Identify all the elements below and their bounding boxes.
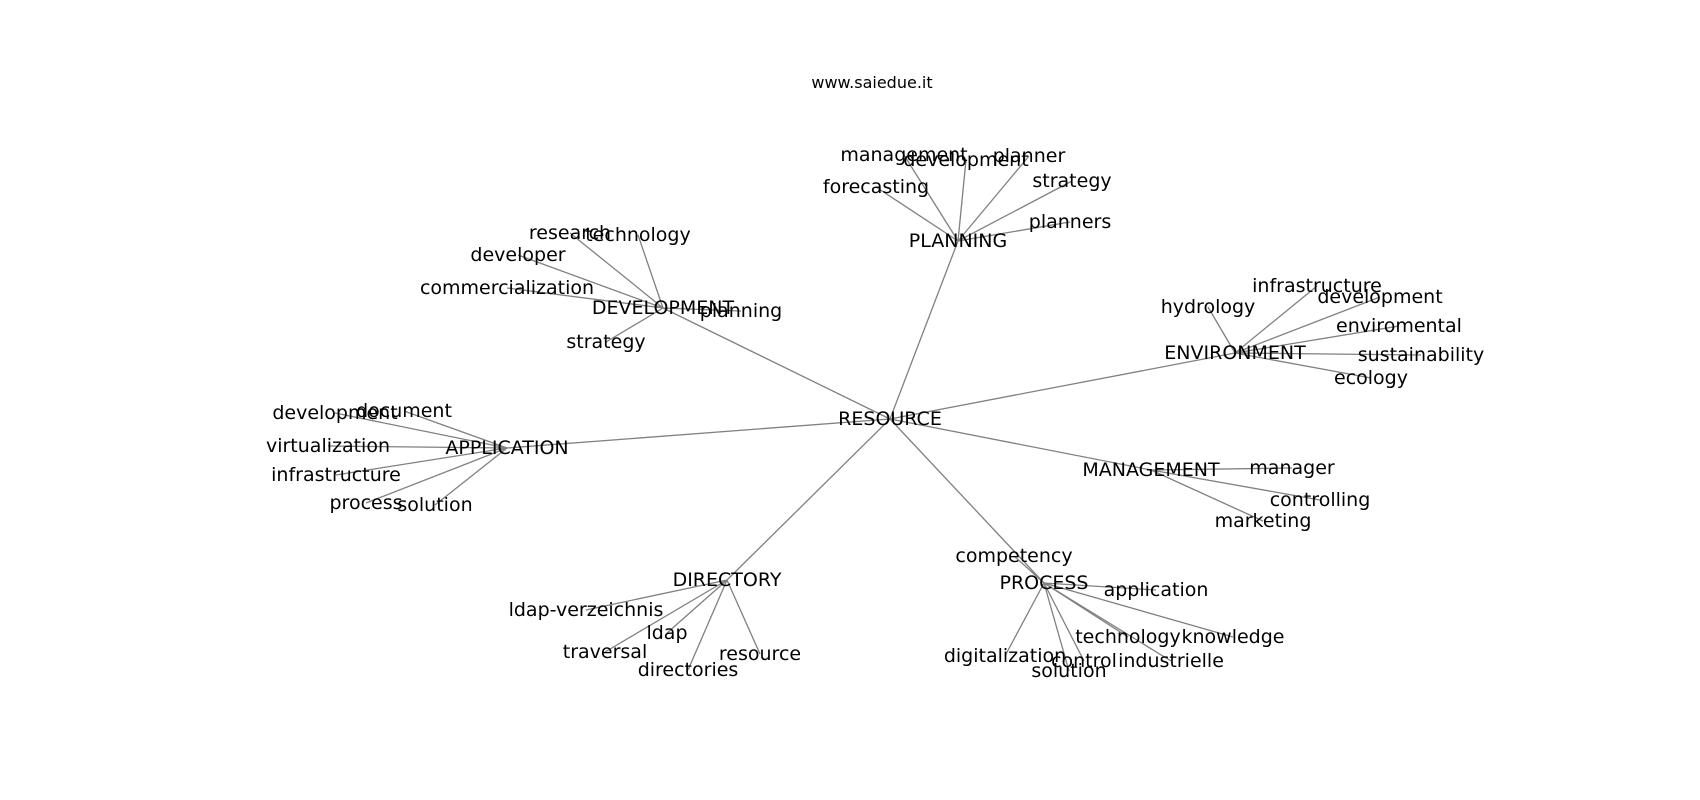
node-label-pr-solution: solution [1031,660,1106,682]
node-label-d-strategy: strategy [566,331,645,353]
edge-management-m-marketing [1150,469,1264,522]
edge-process-pr-control [1043,582,1085,662]
edge-resource-process [889,418,1045,584]
node-label-p-management: management [840,144,967,166]
node-label-p-strategy: strategy [1032,170,1111,192]
edge-process-pr-solution [1043,582,1070,672]
node-label-pr-industrielle: industrielle [1118,650,1224,672]
node-label-m-marketing: marketing [1215,510,1312,532]
edge-directory-dir-ldap-verzeichnis [585,579,728,611]
node-label-development: DEVELOPMENT [592,297,735,319]
node-label-dir-traversal: traversal [563,641,647,663]
node-label-e-enviromental: enviromental [1336,315,1462,337]
edge-environment-e-enviromental [1234,325,1400,354]
labels-layer: RESOURCEPLANNINGmanagementdevelopmentpla… [266,144,1484,682]
edge-application-a-document [403,410,508,449]
edge-directory-dir-ldap [666,579,728,634]
edge-directory-dir-directories [687,579,728,671]
edge-process-pr-competency [1013,555,1045,584]
edge-environment-e-infrastructure [1234,285,1318,354]
node-label-environment: ENVIRONMENT [1164,342,1306,364]
edge-application-a-solution [434,447,508,506]
edge-resource-planning [889,240,959,420]
node-label-p-planners: planners [1029,211,1111,233]
node-label-p-forecasting: forecasting [823,176,929,198]
node-label-management: MANAGEMENT [1082,459,1220,481]
edge-development-d-developer [517,254,664,309]
node-label-resource: RESOURCE [838,408,942,430]
edge-application-a-infrastructure [335,447,508,476]
node-label-e-hydrology: hydrology [1161,296,1256,318]
node-label-directory: DIRECTORY [673,569,782,591]
node-label-dir-ldap: ldap [646,622,687,644]
edge-planning-p-development [957,159,967,242]
node-label-process: PROCESS [999,572,1088,594]
node-label-pr-application: application [1104,579,1209,601]
node-label-pr-technology: technology [1075,626,1181,648]
node-label-e-infrastructure: infrastructure [1252,275,1382,297]
node-label-m-manager: manager [1249,457,1335,479]
edge-resource-development [662,307,891,420]
node-label-pr-control: control [1051,650,1117,672]
edge-planning-p-planner [957,155,1030,242]
edge-planning-p-management [903,154,959,242]
edge-planning-p-planners [957,221,1071,242]
edge-development-d-technology [637,234,664,309]
node-label-a-infrastructure: infrastructure [271,464,401,486]
node-label-dir-directories: directories [638,659,739,681]
edge-management-m-controlling [1150,469,1321,501]
node-label-a-virtualization: virtualization [266,435,390,457]
node-label-dir-ldap-verzeichnis: ldap-verzeichnis [509,599,664,621]
node-label-application: APPLICATION [445,437,568,459]
edge-process-pr-digitalization [1004,582,1045,657]
edges-layer [327,154,1422,672]
node-label-d-technology: technology [585,224,691,246]
node-label-e-ecology: ecology [1334,367,1408,389]
node-label-p-development: development [903,149,1028,171]
edge-development-d-strategy [605,307,664,343]
edge-process-pr-application [1043,582,1157,591]
edge-process-pr-knowledge [1043,582,1234,638]
edge-development-d-commercialization [506,287,664,309]
page-title: www.saiedue.it [811,73,932,92]
edge-directory-dir-traversal [604,579,728,653]
node-label-a-development: development [272,402,397,424]
edge-resource-application [506,418,891,449]
edge-process-pr-industrielle [1043,582,1172,662]
node-label-a-document: document [356,400,452,422]
node-label-pr-digitalization: digitalization [944,645,1066,667]
node-label-pr-knowledge: knowledge [1182,626,1285,648]
node-label-d-planning: planning [700,300,782,322]
edge-planning-p-forecasting [875,186,959,242]
edge-application-a-virtualization [327,445,508,449]
edge-environment-e-ecology [1234,352,1372,379]
node-label-p-planner: planner [993,145,1066,167]
edge-resource-directory [726,418,891,581]
node-label-m-controlling: controlling [1270,489,1371,511]
edge-planning-p-strategy [957,180,1073,242]
node-label-a-solution: solution [397,494,472,516]
node-label-d-developer: developer [470,244,565,266]
node-label-e-development: development [1317,286,1442,308]
edge-resource-management [889,418,1152,471]
edge-environment-e-hydrology [1207,306,1236,354]
edge-development-d-planning [662,307,742,312]
node-label-e-sustainability: sustainability [1358,344,1485,366]
node-label-d-commercialization: commercialization [420,277,594,299]
node-label-planning: PLANNING [909,230,1007,252]
edge-development-d-research [569,232,664,309]
node-label-dir-resource: resource [719,643,801,665]
node-label-d-research: research [529,222,611,244]
edge-resource-environment [889,352,1236,420]
edge-environment-e-development [1234,296,1381,354]
node-label-pr-competency: competency [955,545,1072,567]
edge-management-m-manager [1150,467,1293,471]
edge-directory-dir-resource [726,579,761,655]
node-label-a-process: process [329,492,402,514]
edge-application-a-development [334,412,508,449]
edge-environment-e-sustainability [1234,352,1422,356]
edge-application-a-process [365,447,508,504]
